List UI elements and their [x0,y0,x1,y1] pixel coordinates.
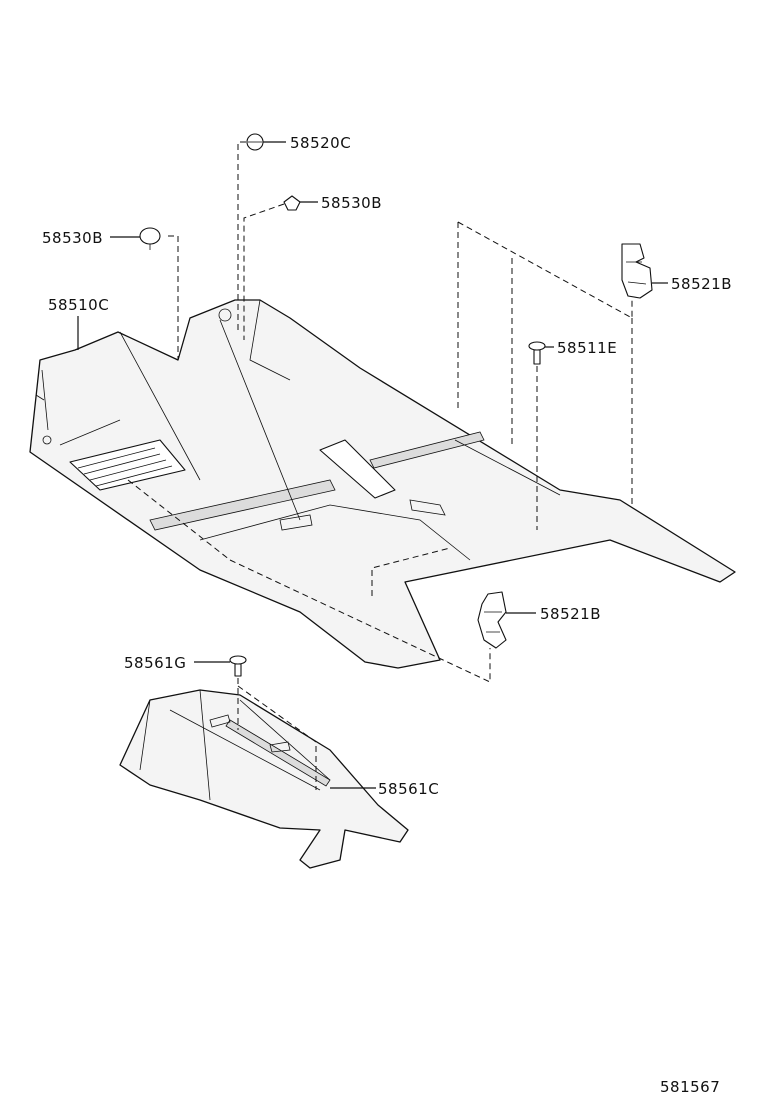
screw-58511e-icon [528,341,546,365]
label-58561g: 58561G [124,654,186,672]
floor-carpet-rear [119,689,409,869]
floor-carpet-main [29,299,736,669]
label-58530b-mid: 58530B [321,194,382,212]
clip-58530b-mid-icon [283,195,301,211]
bracket-58521b-lower-icon [477,591,507,649]
clip-58520c-icon [246,133,264,151]
label-58530b-left: 58530B [42,229,103,247]
label-58521b-upper: 58521B [671,275,732,293]
screw-58561g-icon [229,655,247,677]
label-58561c: 58561C [378,780,439,798]
clip-58530b-left-icon [139,227,161,250]
label-58511e: 58511E [557,339,617,357]
label-58521b-lower: 58521B [540,605,601,623]
leader-lines [77,141,668,789]
figure-code: 581567 [660,1078,720,1096]
attachment-lines [127,141,633,790]
bracket-58521b-upper-icon [621,243,653,299]
label-58510c: 58510C [48,296,109,314]
label-58520c: 58520C [290,134,351,152]
